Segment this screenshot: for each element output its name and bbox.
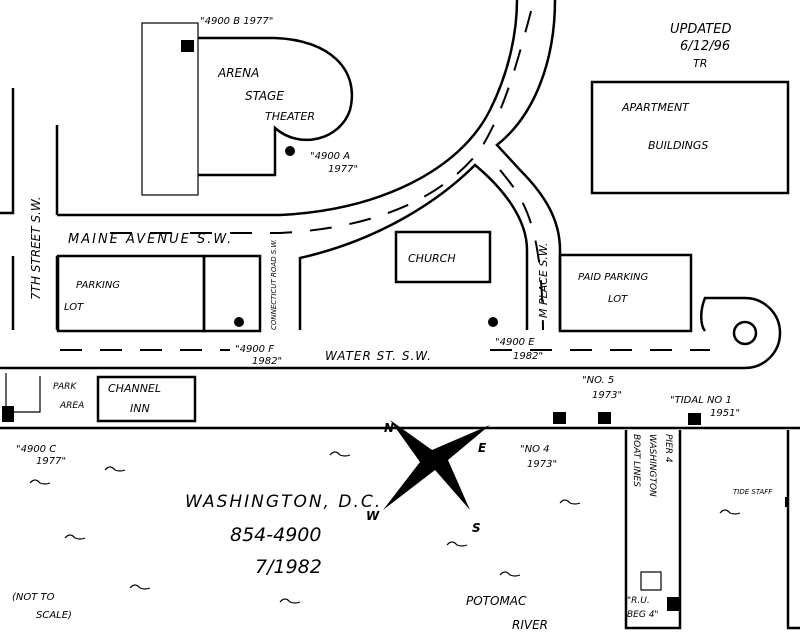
channel-inn-label-2: INN	[130, 402, 150, 415]
arena-label-2: STAGE	[245, 89, 284, 103]
label-no5-2: 1973"	[592, 390, 622, 401]
map-title-city: WASHINGTON, D.C.	[185, 492, 382, 512]
marker-4900f	[234, 317, 244, 327]
label-4900f-2: 1982"	[252, 356, 282, 367]
apartment-label-1: APARTMENT	[621, 101, 690, 114]
label-4900f-1: "4900 F	[235, 344, 274, 355]
apartment-label-2: BUILDINGS	[648, 139, 708, 152]
label-no4-1: "NO 4	[520, 444, 550, 455]
marker-4900b	[181, 40, 194, 52]
paid-parking-lot	[558, 253, 693, 333]
marker-4900e	[488, 317, 498, 327]
arena-label-1: ARENA	[217, 66, 259, 80]
channel-inn	[96, 375, 197, 423]
label-tidal-1: "TIDAL NO 1	[670, 395, 732, 406]
label-4900c-2: 1977"	[36, 456, 66, 467]
river-label-1: POTOMAC	[466, 594, 527, 608]
updated-date: 6/12/96	[680, 39, 730, 54]
compass-east: E	[478, 441, 487, 455]
marker-tidal-no1	[688, 413, 701, 425]
apartment-buildings	[590, 80, 790, 195]
church-label: CHURCH	[408, 252, 456, 265]
park-label-2: AREA	[59, 401, 84, 411]
label-4900e-1: "4900 E	[495, 337, 535, 348]
street-label-connecticut: CONNECTICUT ROAD S.W.	[270, 239, 278, 330]
water-street	[0, 296, 782, 370]
label-4900a-2: 1977"	[328, 164, 358, 175]
compass-west: W	[366, 509, 380, 523]
park-label-1: PARK	[53, 382, 77, 392]
compass-north: N	[384, 421, 394, 435]
label-tide-staff: TIDE STAFF	[733, 488, 773, 496]
label-no4-2: 1973"	[527, 459, 557, 470]
scale-note-2: SCALE)	[36, 610, 72, 621]
parking-lot	[56, 254, 206, 333]
label-4900a-1: "4900 A	[310, 151, 350, 162]
parking-label-1: PARKING	[76, 280, 120, 291]
label-4900b: "4900 B 1977"	[200, 16, 273, 27]
street-label-m-place: M PLACE S.W.	[537, 243, 550, 318]
pier-4	[624, 430, 682, 630]
park-area	[5, 373, 41, 413]
map-title-date: 7/1982	[255, 556, 322, 578]
map-title-station: 854-4900	[230, 524, 321, 546]
marker-4900c	[2, 406, 14, 422]
label-4900c-1: "4900 C	[16, 444, 56, 455]
water-waves	[29, 451, 741, 604]
compass-south: S	[472, 521, 481, 535]
street-label-7th: 7TH STREET S.W.	[29, 196, 43, 300]
paid-parking-label-2: LOT	[608, 294, 628, 305]
pier-label-1: PIER 4	[663, 434, 673, 463]
marker-no4	[553, 412, 566, 424]
arena-stage-theater	[198, 36, 353, 177]
cul-de-sac	[732, 320, 758, 346]
compass-rose-icon	[383, 420, 490, 510]
marker-4900a	[285, 146, 295, 156]
parking-label-2: LOT	[64, 302, 84, 313]
pier-label-2: WASHINGTON	[647, 434, 657, 497]
street-label-maine: MAINE AVENUE S.W.	[68, 232, 233, 247]
updated-label: UPDATED	[670, 22, 731, 37]
marker-no5	[598, 412, 611, 424]
pier-shed	[640, 571, 662, 591]
church	[394, 230, 492, 284]
label-tidal-2: 1951"	[710, 408, 740, 419]
river-label-2: RIVER	[512, 618, 548, 632]
marker-rm	[667, 597, 679, 611]
lot-annex	[202, 254, 262, 333]
tide-staff-marker	[785, 497, 789, 507]
label-rm-1: "R.U.	[627, 596, 650, 606]
street-label-water: WATER ST. S.W.	[325, 349, 432, 363]
label-4900e-2: 1982"	[513, 351, 543, 362]
paid-parking-label-1: PAID PARKING	[578, 272, 649, 283]
right-pier	[786, 430, 800, 630]
arena-label-3: THEATER	[265, 110, 315, 123]
maine-avenue	[57, 0, 562, 331]
label-no5-1: "NO. 5	[582, 375, 614, 386]
updated-initials: TR	[693, 57, 707, 70]
pier-label-3: BOAT LINES	[631, 434, 641, 487]
arena-hatched-area	[141, 22, 199, 196]
label-rm-2: BEG 4"	[627, 610, 659, 620]
scale-note-1: (NOT TO	[12, 592, 55, 603]
channel-inn-label-1: CHANNEL	[108, 382, 161, 395]
